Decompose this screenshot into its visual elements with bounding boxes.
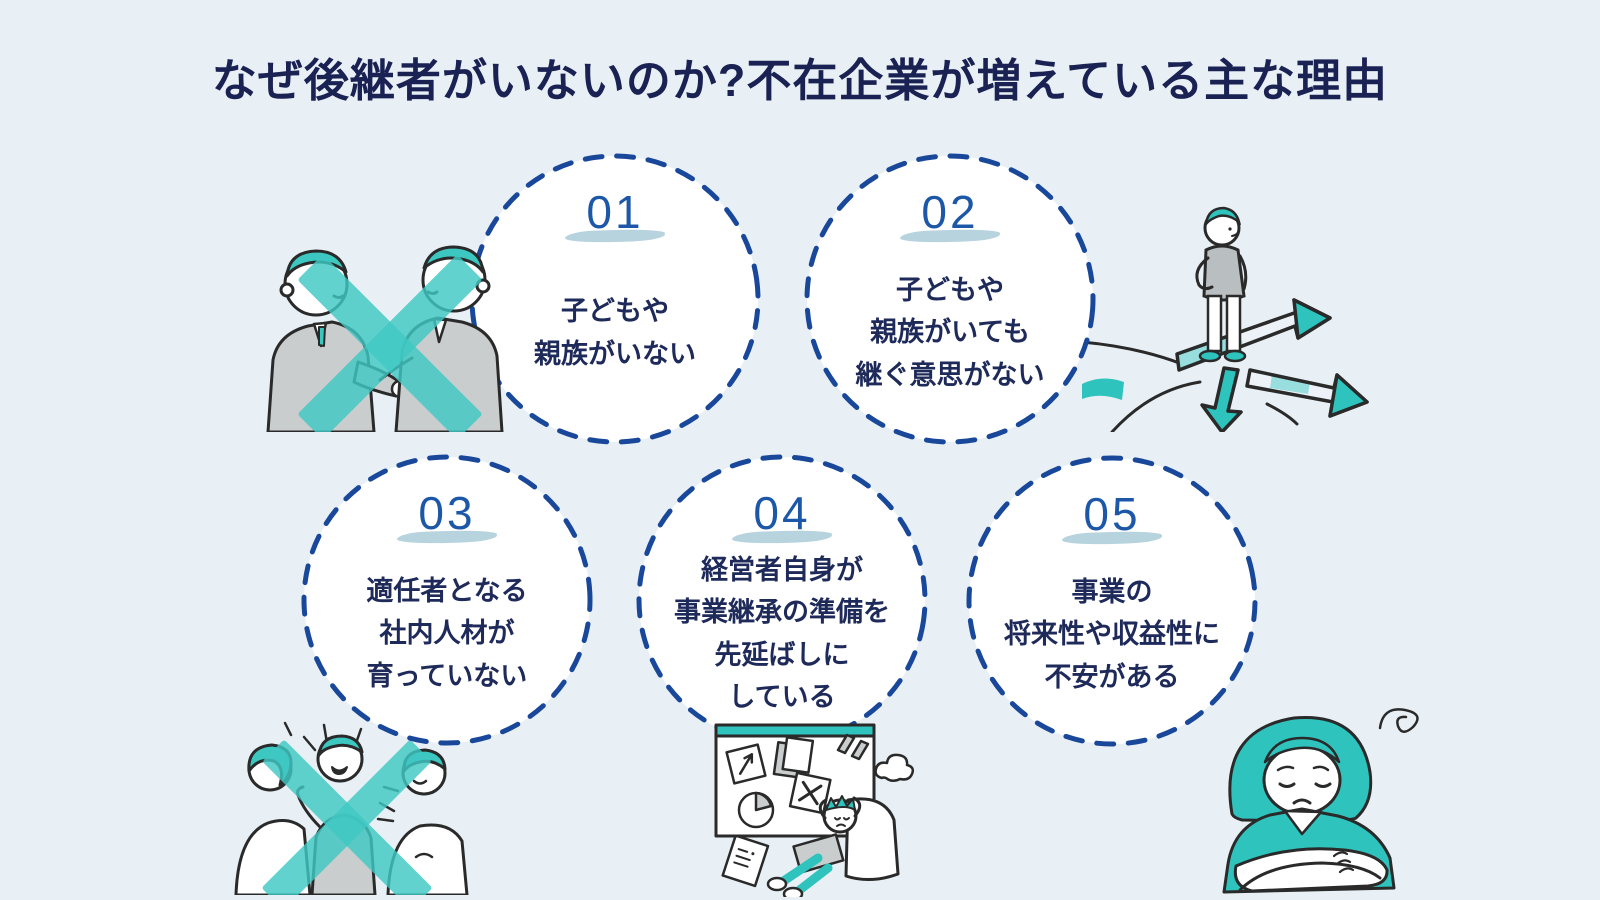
reason-number: 04 [753,487,811,539]
stressed-manager-procrastinating-icon [698,712,918,897]
reason-circle-01: 01 子どもや 親族がいない [467,151,763,447]
dashed-ring [804,153,1096,445]
reason-number: 02 [921,186,979,238]
reason-label: 経営者自身が 事業継承の準備を 先延ばしに している [674,555,890,712]
reason-circle-04: 04 経営者自身が 事業継承の準備を 先延ばしに している [634,452,930,748]
page-title: なぜ後継者がいないのか?不在企業が増えている主な理由 [211,55,1389,106]
reason-circle-05: 05 事業の 将来性や収益性に 不安がある [964,453,1260,749]
person-at-crossroads-arrows-icon [1082,192,1387,432]
dashed-ring [966,455,1258,747]
dashed-ring [301,454,593,746]
reason-number: 03 [418,487,476,539]
reason-number: 05 [1083,488,1141,540]
reason-circle-02: 02 子どもや 親族がいても 継ぐ意思がない [802,151,1098,447]
talking-group-crossed-out-icon [228,705,473,895]
reason-label: 事業の 将来性や収益性に 不安がある [1004,577,1220,692]
reason-label: 子どもや 親族がいても 継ぐ意思がない [855,275,1045,390]
dashed-ring [469,153,761,445]
x-mark-icon [262,740,432,895]
businessmen-crossed-out-icon [240,232,530,432]
x-mark-icon [298,255,482,432]
reason-circle-03: 03 適任者となる 社内人材が 育っていない [299,452,595,748]
reason-label: 適任者となる 社内人材が 育っていない [366,576,528,691]
reason-label: 子どもや 親族がいない [534,296,696,369]
worried-woman-crossed-arms-icon [1182,692,1457,897]
reason-number: 01 [586,186,644,238]
